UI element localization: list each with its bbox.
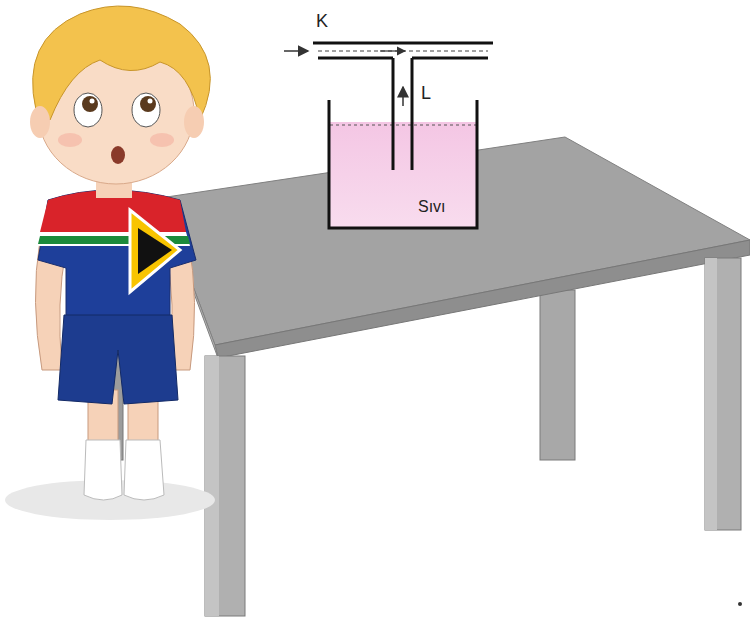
l-arrow	[402, 87, 404, 106]
table	[95, 137, 750, 616]
port-label: K	[316, 12, 328, 32]
boy-figure	[5, 6, 215, 520]
airflow-arrow	[380, 50, 405, 51]
t-tube	[313, 43, 493, 170]
dot-mark	[738, 602, 742, 606]
beaker	[329, 100, 477, 228]
liquid-label: Sıvı	[418, 198, 446, 216]
k-arrow	[284, 50, 308, 52]
airflow-line	[318, 51, 488, 52]
flow-label: L	[421, 84, 431, 104]
